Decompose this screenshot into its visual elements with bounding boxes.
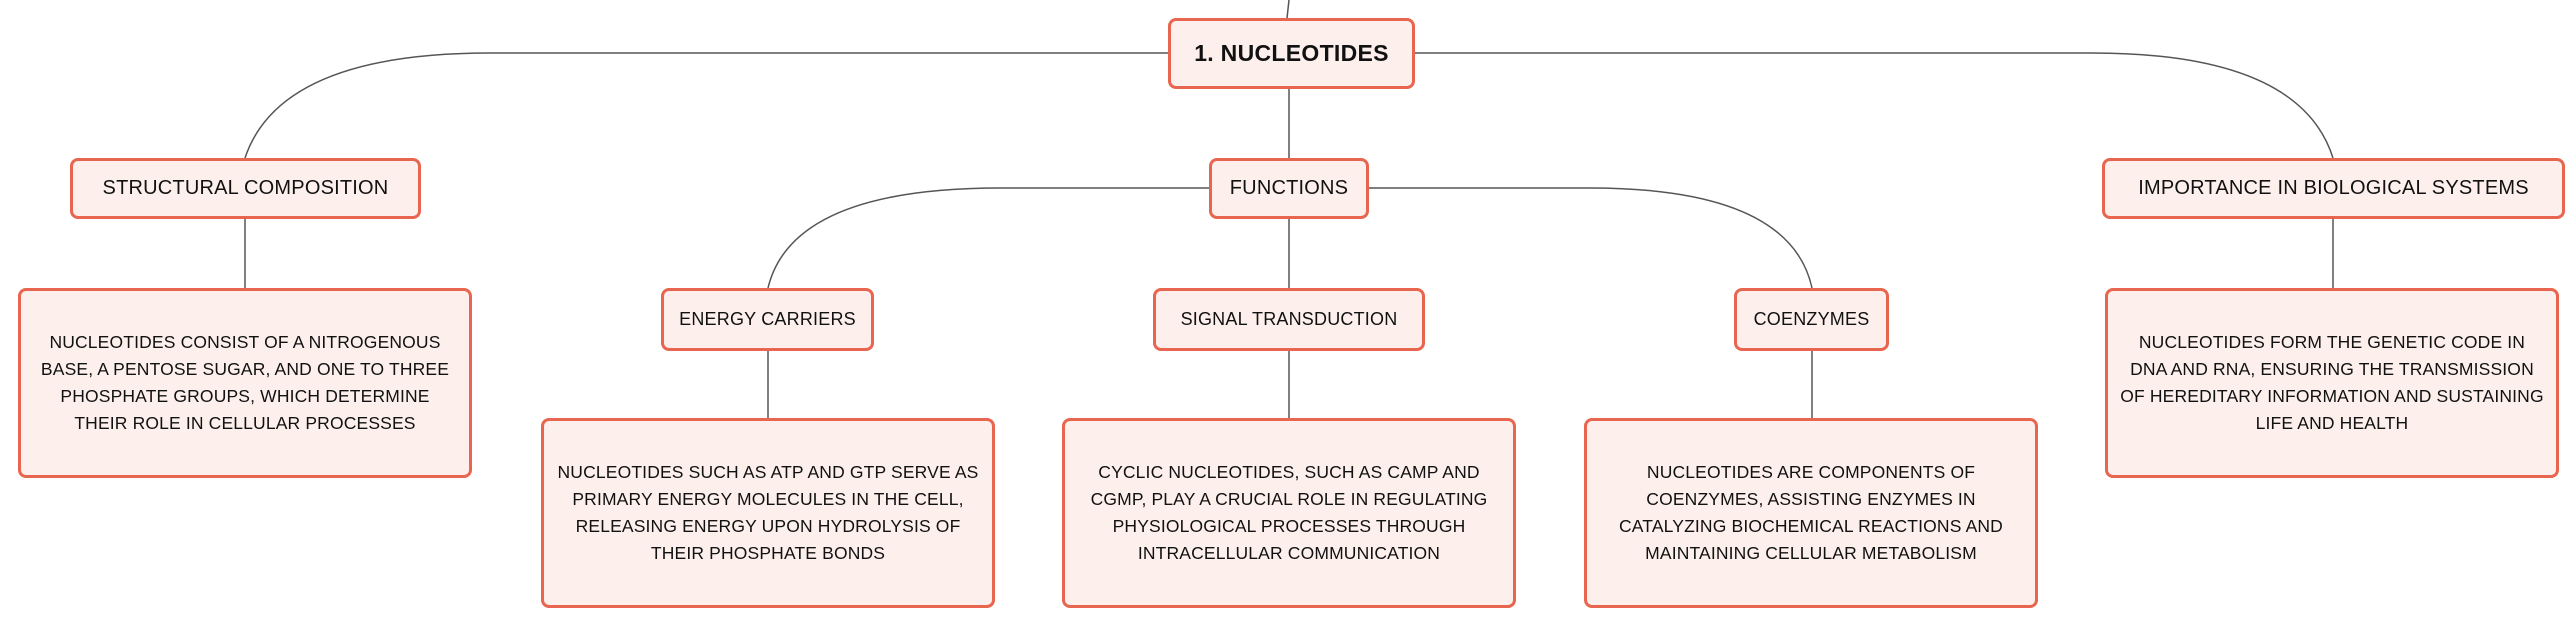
connector-functions-coenzymes xyxy=(1369,187,1813,289)
detail-energy-carriers: NUCLEOTIDES SUCH AS ATP AND GTP SERVE AS… xyxy=(541,418,995,608)
connector-parent-stub xyxy=(1286,0,1290,19)
detail-signal-transduction-text: CYCLIC NUCLEOTIDES, SUCH AS CAMP AND CGM… xyxy=(1090,462,1488,563)
root-node-label: 1. NUCLEOTIDES xyxy=(1194,40,1389,66)
detail-energy-carriers-text: NUCLEOTIDES SUCH AS ATP AND GTP SERVE AS… xyxy=(557,462,979,563)
node-functions-label: FUNCTIONS xyxy=(1229,177,1349,199)
detail-structural-composition-text: NUCLEOTIDES CONSIST OF A NITROGENOUS BAS… xyxy=(40,332,450,433)
connector-root-structural xyxy=(244,52,1168,159)
detail-coenzymes-text: NUCLEOTIDES ARE COMPONENTS OF COENZYMES,… xyxy=(1619,462,2003,563)
detail-importance-text: NUCLEOTIDES FORM THE GENETIC CODE IN DNA… xyxy=(2120,332,2544,433)
connector-functions-energy xyxy=(767,187,1209,289)
node-energy-carriers[interactable]: ENERGY CARRIERS xyxy=(661,288,874,351)
detail-coenzymes: NUCLEOTIDES ARE COMPONENTS OF COENZYMES,… xyxy=(1584,418,2038,608)
root-node-nucleotides[interactable]: 1. NUCLEOTIDES xyxy=(1168,18,1415,89)
node-structural-composition[interactable]: STRUCTURAL COMPOSITION xyxy=(70,158,421,219)
node-importance-biological-systems[interactable]: IMPORTANCE IN BIOLOGICAL SYSTEMS xyxy=(2102,158,2565,219)
detail-signal-transduction: CYCLIC NUCLEOTIDES, SUCH AS CAMP AND CGM… xyxy=(1062,418,1516,608)
connector-root-importance xyxy=(1415,52,2334,159)
detail-structural-composition: NUCLEOTIDES CONSIST OF A NITROGENOUS BAS… xyxy=(18,288,472,478)
detail-importance-biological-systems: NUCLEOTIDES FORM THE GENETIC CODE IN DNA… xyxy=(2105,288,2559,478)
node-structural-composition-label: STRUCTURAL COMPOSITION xyxy=(102,177,389,199)
node-functions[interactable]: FUNCTIONS xyxy=(1209,158,1369,219)
node-signal-transduction-label: SIGNAL TRANSDUCTION xyxy=(1180,309,1398,329)
node-energy-carriers-label: ENERGY CARRIERS xyxy=(679,309,856,329)
node-signal-transduction[interactable]: SIGNAL TRANSDUCTION xyxy=(1153,288,1425,351)
node-importance-label: IMPORTANCE IN BIOLOGICAL SYSTEMS xyxy=(2138,177,2529,199)
node-coenzymes[interactable]: COENZYMES xyxy=(1734,288,1889,351)
node-coenzymes-label: COENZYMES xyxy=(1753,309,1870,329)
